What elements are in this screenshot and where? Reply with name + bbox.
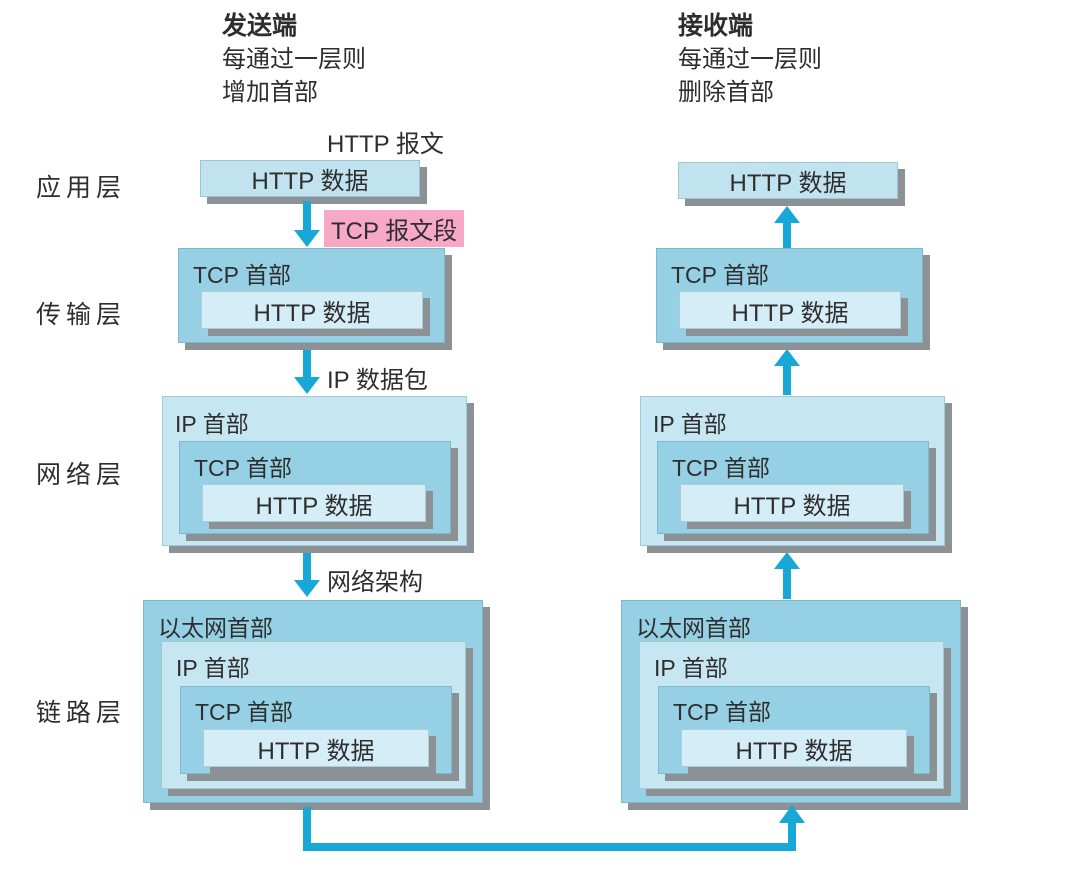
connector-right-vertical: [788, 822, 796, 851]
ip-packet-label: IP 数据包: [327, 367, 428, 394]
arrow-head: [294, 580, 320, 597]
receiver-header: 接收端 每通过一层则 删除首部: [678, 10, 822, 109]
arrow-head: [294, 230, 320, 247]
network-arch-label: 网络架构: [327, 569, 423, 596]
connector-left-vertical: [303, 807, 311, 851]
ip-header-label: IP 首部: [654, 655, 728, 681]
ip-pdu-box-left: IP 首部 TCP 首部 HTTP 数据: [162, 396, 467, 546]
tcp-pdu-box-right: TCP 首部 HTTP 数据: [656, 248, 923, 343]
tcp-header-label: TCP 首部: [673, 699, 771, 725]
http-data-box-app-right: HTTP 数据: [678, 162, 898, 199]
ip-header-label: IP 首部: [176, 655, 250, 681]
tcp-pdu-box-left: TCP 首部 HTTP 数据: [178, 248, 445, 343]
eth-header-label: 以太网首部: [158, 615, 273, 641]
arrow-shaft: [303, 201, 311, 232]
tcp-pdu-box-network-left: TCP 首部 HTTP 数据: [179, 441, 451, 534]
arrow-shaft: [783, 567, 791, 599]
http-data-box-link-left: HTTP 数据: [203, 729, 429, 767]
eth-pdu-box-left: 以太网首部 IP 首部 TCP 首部 HTTP 数据: [143, 600, 483, 803]
up-arrow-icon: [774, 552, 800, 599]
sender-line2: 增加首部: [222, 79, 318, 106]
ip-pdu-box-link-left: IP 首部 TCP 首部 HTTP 数据: [161, 641, 466, 789]
tcp-header-label: TCP 首部: [193, 262, 291, 288]
ip-pdu-box-link-right: IP 首部 TCP 首部 HTTP 数据: [639, 641, 944, 789]
tcp-pdu-box-network-right: TCP 首部 HTTP 数据: [657, 441, 929, 534]
tcp-pdu-box-link-left: TCP 首部 HTTP 数据: [180, 686, 452, 774]
arrow-shaft: [303, 550, 311, 582]
tcp-pdu-box-link-right: TCP 首部 HTTP 数据: [658, 686, 930, 774]
up-arrow-icon: [774, 349, 800, 395]
http-data-box-link-right: HTTP 数据: [681, 729, 907, 767]
layer-label-application: 应用层: [36, 174, 127, 202]
up-arrow-icon: [774, 206, 800, 250]
down-arrow-icon: [294, 201, 320, 247]
eth-header-label: 以太网首部: [636, 615, 751, 641]
receiver-line1: 每通过一层则: [678, 46, 822, 73]
http-data-box-network-left: HTTP 数据: [202, 484, 426, 522]
tcp-header-label: TCP 首部: [195, 699, 293, 725]
http-data-box-transport-left: HTTP 数据: [201, 291, 423, 329]
arrow-head: [774, 552, 800, 569]
http-data-box-transport-right: HTTP 数据: [679, 291, 901, 329]
http-data-box-app-left: HTTP 数据: [200, 160, 420, 197]
ip-pdu-box-right: IP 首部 TCP 首部 HTTP 数据: [640, 396, 945, 546]
receiver-title: 接收端: [678, 12, 754, 40]
connector-horizontal: [303, 843, 796, 851]
tcp-header-label: TCP 首部: [671, 262, 769, 288]
http-data-box-network-right: HTTP 数据: [680, 484, 904, 522]
ip-header-label: IP 首部: [653, 411, 727, 437]
layer-label-link: 链路层: [36, 699, 127, 727]
layer-label-transport: 传输层: [36, 301, 127, 329]
arrow-shaft: [783, 364, 791, 395]
sender-line1: 每通过一层则: [222, 46, 366, 73]
arrow-head: [774, 349, 800, 366]
layer-label-network: 网络层: [36, 461, 127, 489]
down-arrow-icon: [294, 348, 320, 394]
sender-title: 发送端: [222, 12, 298, 40]
receiver-line2: 删除首部: [678, 79, 774, 106]
tcp-segment-label: TCP 报文段: [324, 210, 465, 247]
arrow-head: [774, 206, 800, 223]
arrow-shaft: [783, 221, 791, 250]
tcp-header-label: TCP 首部: [672, 455, 770, 481]
ip-header-label: IP 首部: [175, 411, 249, 437]
down-arrow-icon: [294, 550, 320, 597]
tcp-header-label: TCP 首部: [194, 455, 292, 481]
arrow-head: [294, 377, 320, 394]
up-arrow-head-icon: [779, 805, 805, 823]
sender-header: 发送端 每通过一层则 增加首部: [222, 10, 366, 109]
arrow-shaft: [303, 348, 311, 379]
eth-pdu-box-right: 以太网首部 IP 首部 TCP 首部 HTTP 数据: [621, 600, 961, 803]
http-message-label: HTTP 报文: [327, 131, 444, 158]
